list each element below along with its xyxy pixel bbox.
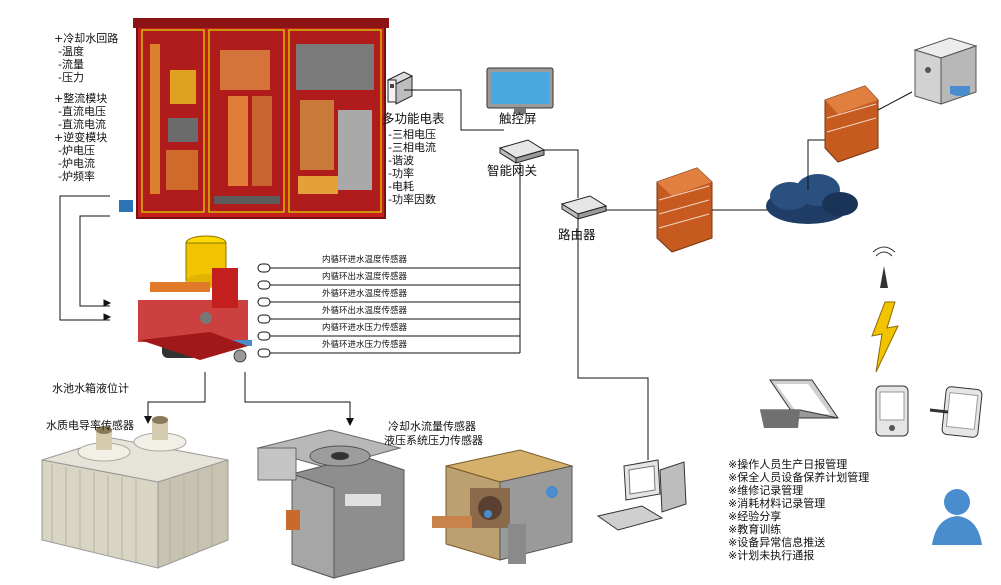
sensor-connectors: [257, 263, 271, 358]
group-title: +整流模块: [54, 92, 108, 105]
server-icon: [913, 37, 978, 105]
feature-item: ※设备异常信息推送: [728, 536, 826, 549]
group-title: +冷却水回路: [54, 32, 119, 45]
feature-item: ※操作人员生产日报管理: [728, 458, 848, 471]
gateway-label: 智能网关: [487, 163, 538, 178]
meter-icon: [386, 71, 414, 105]
meter-item: -三相电流: [388, 141, 436, 154]
touchscreen-label: 触控屏: [499, 111, 537, 126]
power-cabinet: [119, 18, 389, 219]
cabinet-spec-list: +冷却水回路 -温度 -流量 -压力 +整流模块 -直流电压 -直流电流 +逆变…: [54, 32, 118, 183]
tablet-icon: [929, 386, 983, 438]
spec-item: -直流电流: [58, 118, 106, 131]
meter-item: -电耗: [388, 180, 414, 193]
meter-item: -功率因数: [388, 193, 436, 206]
spec-item: -压力: [58, 71, 84, 84]
sensor-label: 内循环出水温度传感器: [322, 272, 408, 282]
meter-list: -三相电压 -三相电流 -谐波 -功率 -电耗 -功率因数: [388, 128, 436, 206]
router-icon: [560, 195, 608, 220]
crucible-unit: [432, 449, 574, 564]
lightning-icon: [871, 301, 899, 373]
group-title: +逆变模块: [54, 131, 108, 144]
flow-label: 冷却水流量传感器: [388, 420, 476, 433]
cooling-tower: [41, 416, 229, 569]
firewall-icon: [824, 85, 879, 163]
pc-icon: [596, 459, 687, 531]
meter-item: -功率: [388, 167, 414, 180]
feature-item: ※保全人员设备保养计划管理: [728, 471, 870, 484]
feature-list: ※操作人员生产日报管理 ※保全人员设备保养计划管理 ※维修记录管理 ※消耗材料记…: [728, 458, 869, 562]
user-icon: [932, 489, 982, 545]
pressure-label: 液压系统压力传感器: [384, 434, 483, 447]
sensor-label: 外循环进水温度传感器: [322, 289, 408, 299]
furnace: [256, 429, 405, 579]
meter-item: -谐波: [388, 154, 414, 167]
cabinet-loop-lines: [59, 195, 112, 321]
laptop-icon: [759, 379, 839, 428]
feature-item: ※经验分享: [728, 510, 782, 523]
meter-item: -三相电压: [388, 128, 436, 141]
sensor-label: 外循环出水温度传感器: [322, 306, 408, 316]
spec-item: -炉电压: [58, 144, 95, 157]
spec-item: -炉频率: [58, 170, 95, 183]
sensor-label: 外循环进水压力传感器: [322, 340, 408, 350]
phone-icon: [875, 385, 909, 437]
equipment-arrows: [147, 372, 351, 420]
spec-item: -流量: [58, 58, 84, 71]
sensor-label: 内循环进水温度传感器: [322, 255, 408, 265]
spec-item: -炉电流: [58, 157, 95, 170]
sensor-lines: [260, 163, 521, 354]
gateway-icon: [498, 139, 546, 164]
spec-item: -直流电压: [58, 105, 106, 118]
feature-item: ※维修记录管理: [728, 484, 804, 497]
pump-skid: [138, 235, 252, 363]
feature-item: ※消耗材料记录管理: [728, 497, 826, 510]
firewall-icon: [656, 167, 713, 253]
conductivity-label: 水质电导率传感器: [46, 419, 134, 432]
router-label: 路由器: [558, 227, 596, 242]
feature-item: ※计划未执行通报: [728, 549, 815, 562]
antenna-icon: [872, 246, 896, 288]
tank-label: 水池水箱液位计: [52, 382, 129, 395]
spec-item: -温度: [58, 45, 84, 58]
sensor-label: 内循环进水压力传感器: [322, 323, 408, 333]
feature-item: ※教育训练: [728, 523, 782, 536]
monitor-icon: [486, 67, 554, 114]
cloud-icon: [766, 174, 858, 224]
meter-title: 多功能电表: [382, 111, 445, 126]
